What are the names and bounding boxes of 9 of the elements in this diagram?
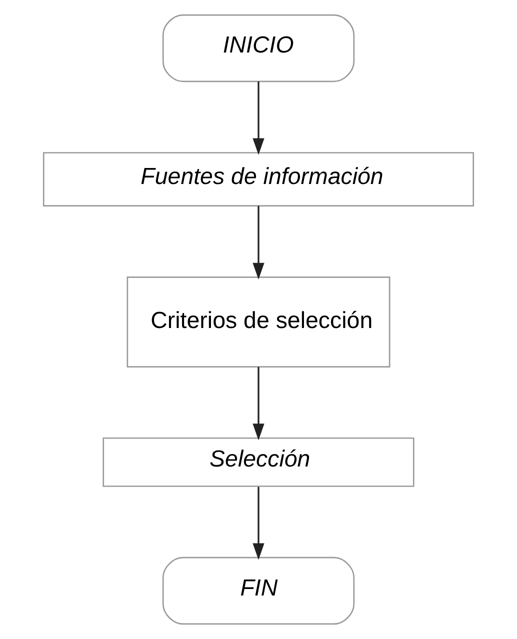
- arrow: [252, 486, 264, 560]
- node-box: INICIO: [162, 14, 355, 82]
- node-box: Criterios de selección: [126, 276, 390, 368]
- arrow: [252, 366, 264, 440]
- node-box: Fuentes de información: [42, 152, 474, 206]
- node-box: FIN: [162, 556, 355, 625]
- arrow: [252, 206, 264, 280]
- arrow: [252, 81, 264, 155]
- node-box: Selección: [102, 437, 414, 487]
